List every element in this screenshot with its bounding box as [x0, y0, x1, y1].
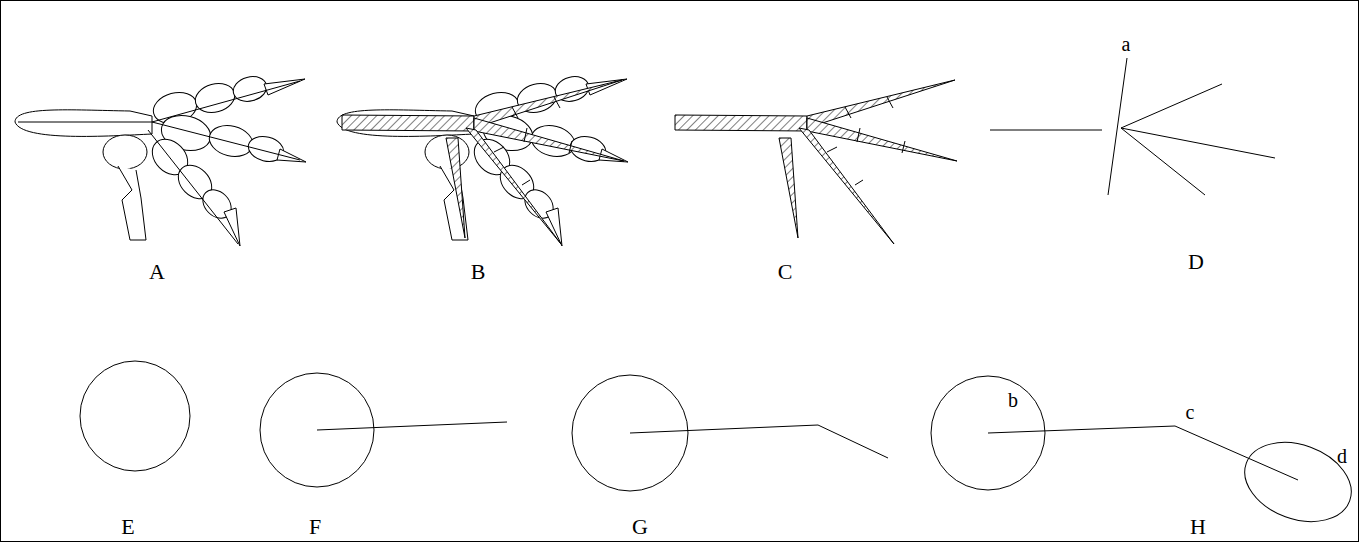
figure-label: a — [1122, 34, 1131, 54]
figure-label: G — [632, 516, 648, 538]
figure-label: E — [121, 516, 134, 538]
figure-label: F — [309, 516, 321, 538]
figure-label: d — [1337, 446, 1347, 466]
figure-label: A — [149, 261, 165, 283]
figure-label: c — [1186, 402, 1195, 422]
figure-label: H — [1190, 516, 1206, 538]
figure-label: D — [1188, 251, 1204, 273]
figure-label: C — [778, 261, 793, 283]
figure-label: B — [471, 261, 486, 283]
figure-label: b — [1008, 390, 1018, 410]
